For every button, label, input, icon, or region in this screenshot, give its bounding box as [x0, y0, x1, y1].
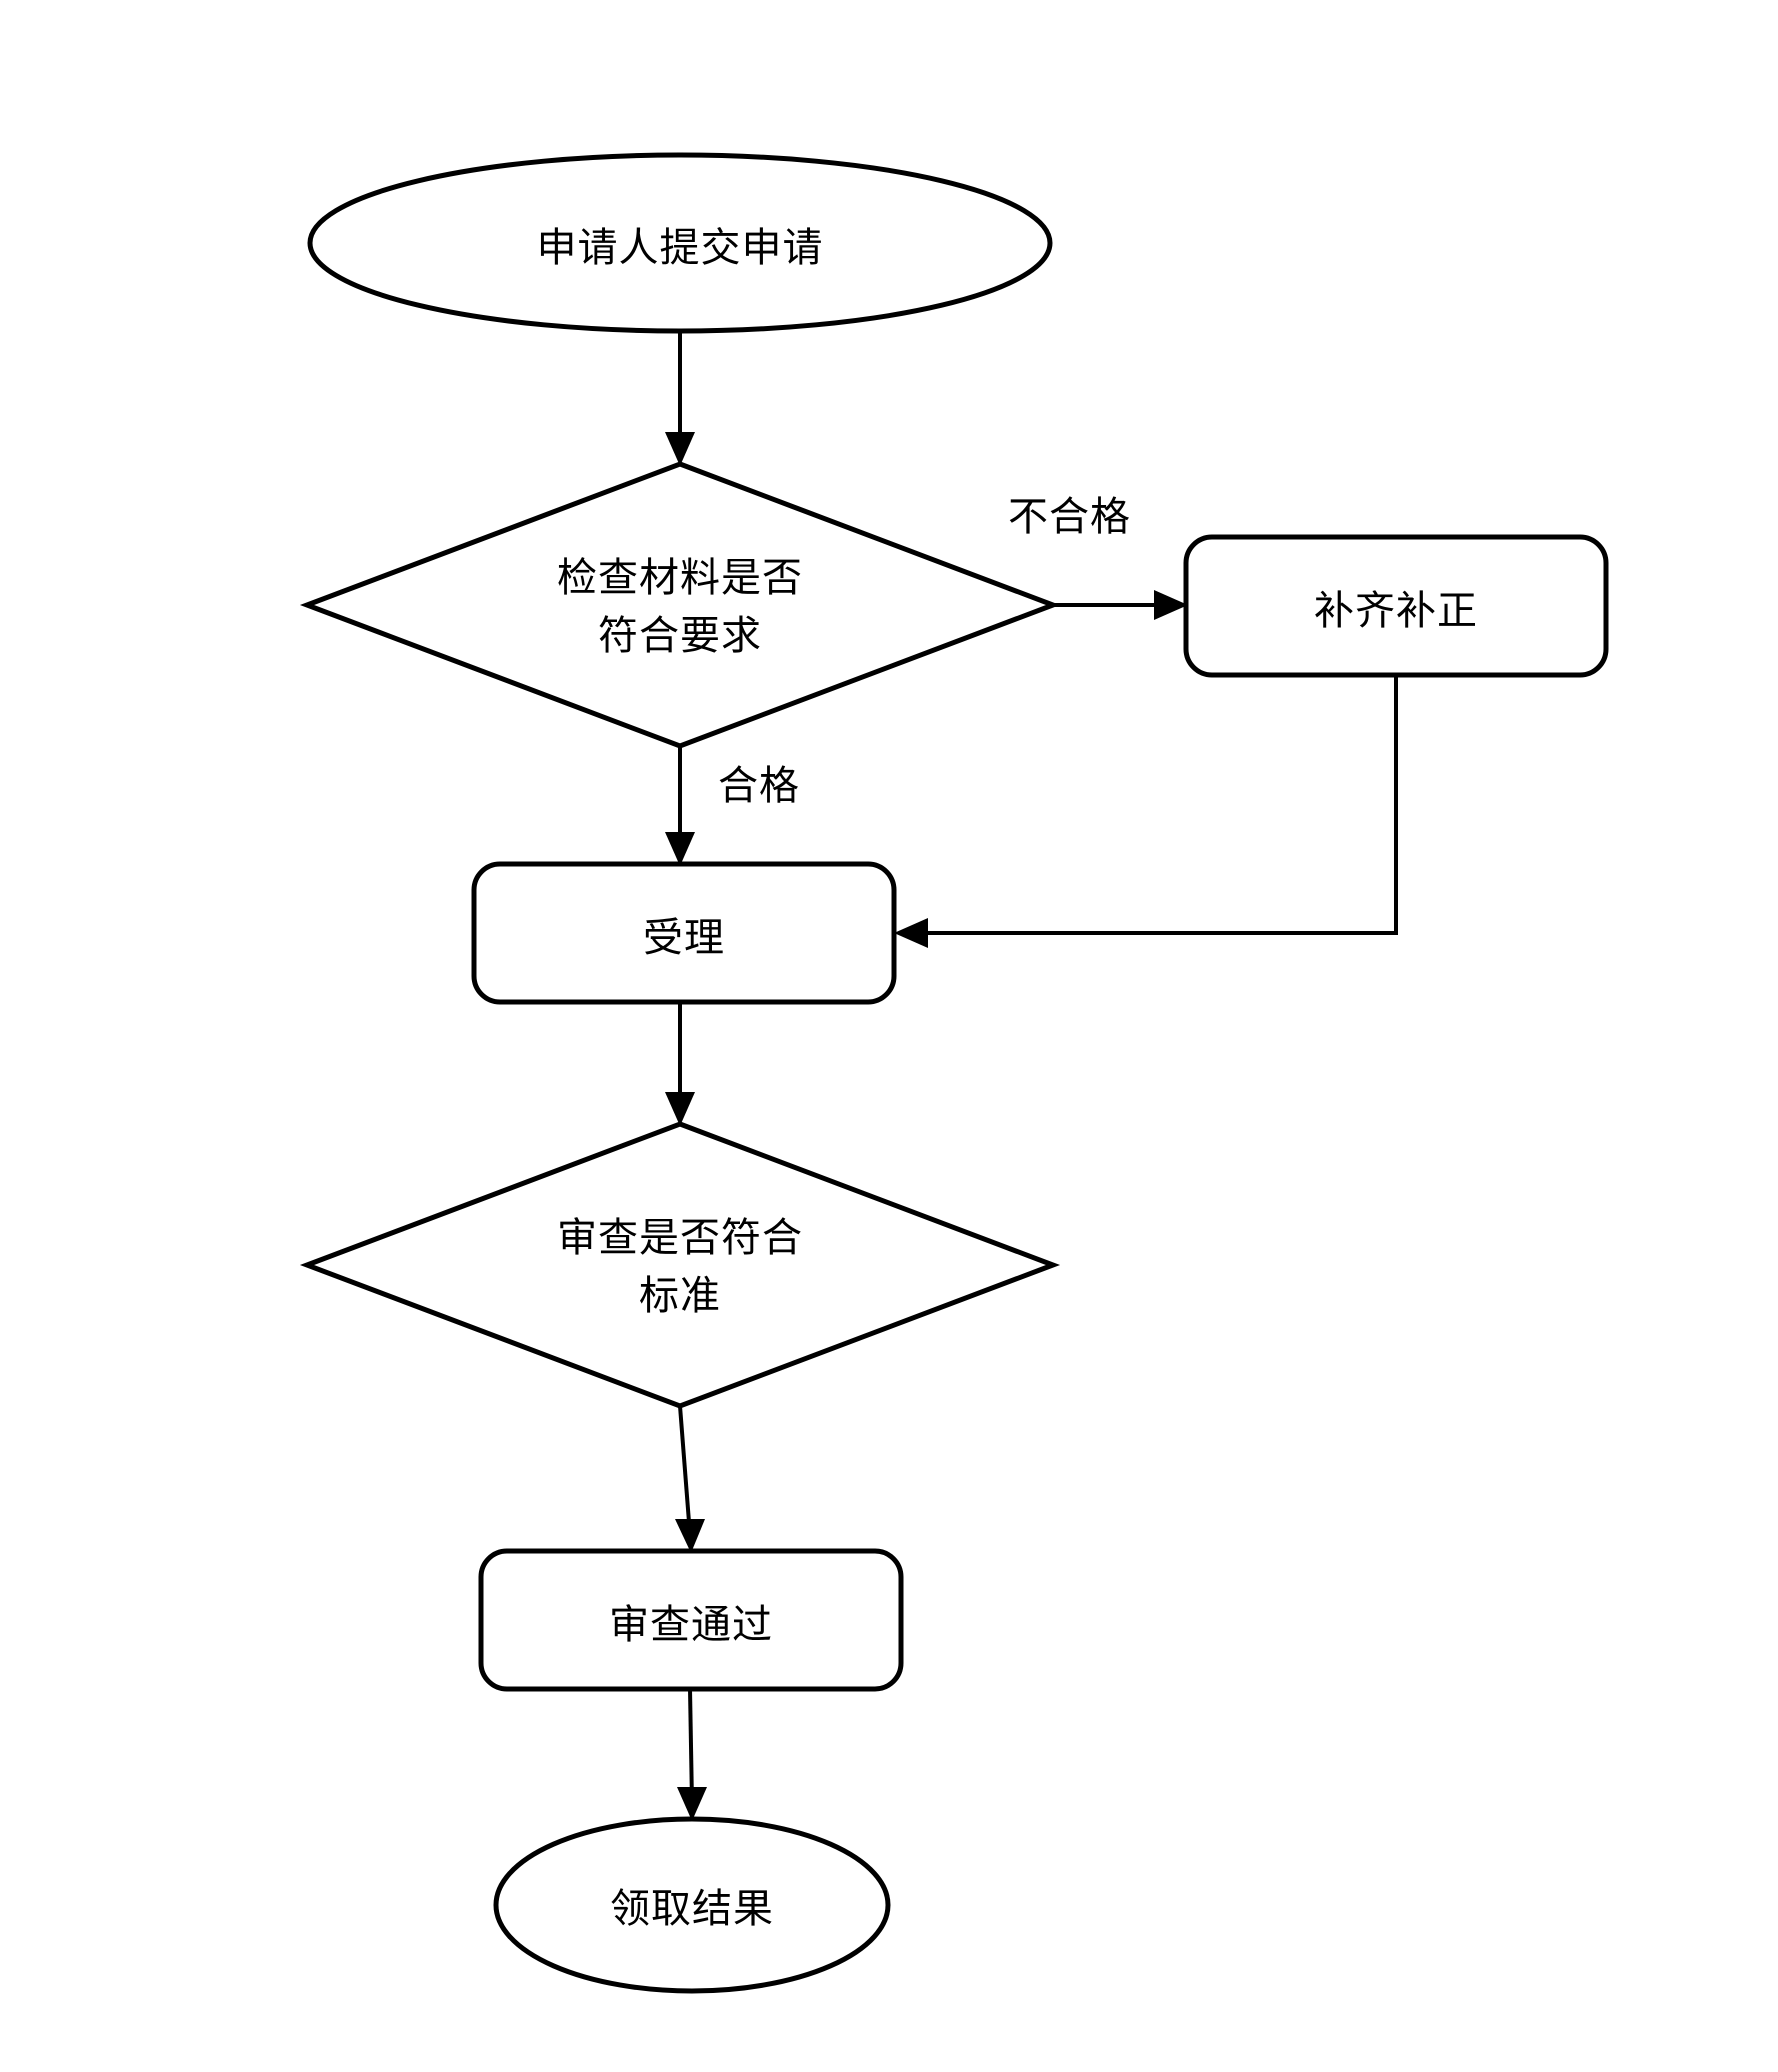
node-shape-check-materials[interactable] [299, 461, 1061, 749]
node-shape-review-standard[interactable] [299, 1121, 1061, 1409]
edge-label-pass: 合格 [718, 763, 800, 809]
edge-accept-to-review-standard [665, 1002, 695, 1126]
node-shape-accept[interactable] [471, 861, 897, 1005]
node-shape-supplement[interactable] [1183, 534, 1609, 678]
edge-supplement-to-accept [894, 675, 1398, 948]
edge-label-fail: 不合格 [1008, 494, 1131, 540]
edge-review-passed-to-get-result [677, 1688, 707, 1821]
edge-review-standard-to-review-passed [675, 1405, 705, 1553]
edge-start-to-check-materials [665, 331, 695, 466]
node-shape-start[interactable] [307, 152, 1053, 334]
edge-check-materials-to-accept [665, 746, 695, 866]
node-shape-review-passed[interactable] [478, 1548, 904, 1692]
node-shape-get-result[interactable] [493, 1816, 891, 1994]
edge-check-materials-to-supplement [1053, 590, 1188, 620]
